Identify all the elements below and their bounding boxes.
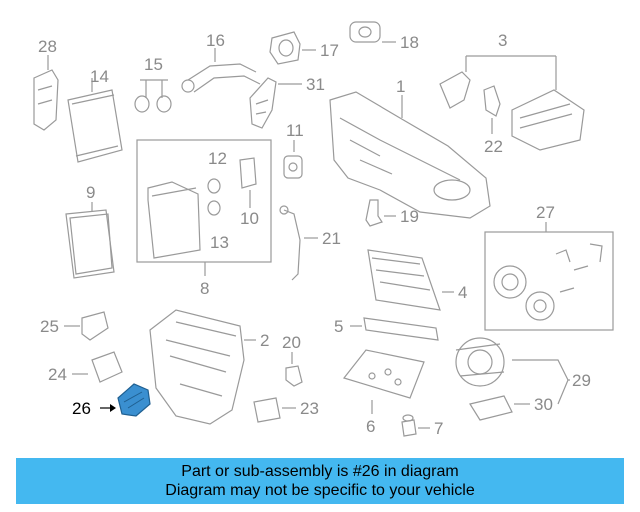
info-banner: Part or sub-assembly is #26 in diagram D… <box>16 458 624 504</box>
banner-line-2: Diagram may not be specific to your vehi… <box>165 482 475 499</box>
part-23: 23 <box>253 397 319 423</box>
part-15: 15 <box>134 55 172 113</box>
part-group-27: 27 <box>484 203 614 331</box>
callout-25: 25 <box>40 317 59 336</box>
part-16: 16 <box>181 31 261 93</box>
callout-18: 18 <box>400 33 419 52</box>
part-26-highlighted[interactable]: 26 <box>72 383 151 418</box>
part-7: 7 <box>401 414 443 438</box>
callout-1: 1 <box>396 77 405 96</box>
part-2: 2 <box>149 309 269 425</box>
callout-15: 15 <box>144 55 163 74</box>
highlighted-part-26-shape[interactable] <box>117 383 151 417</box>
part-3: 3 <box>439 31 585 151</box>
callout-8: 8 <box>200 279 209 298</box>
callout-13: 13 <box>210 233 229 252</box>
part-11: 11 <box>283 121 304 179</box>
callout-23: 23 <box>300 399 319 418</box>
callout-24: 24 <box>48 365 67 384</box>
callout-2: 2 <box>260 331 269 350</box>
part-28: 28 <box>33 37 59 131</box>
callout-9: 9 <box>86 183 95 202</box>
callout-19: 19 <box>400 207 419 226</box>
callout-17: 17 <box>320 41 339 60</box>
callout-16: 16 <box>206 31 225 50</box>
callout-10: 10 <box>240 209 259 228</box>
banner-line-1: Part or sub-assembly is #26 in diagram <box>181 463 459 480</box>
part-31: 31 <box>249 75 325 129</box>
part-19: 19 <box>365 199 419 227</box>
callout-30: 30 <box>534 395 553 414</box>
callout-6: 6 <box>366 417 375 436</box>
part-29: 29 <box>455 337 591 405</box>
part-22: 22 <box>483 85 503 156</box>
callout-31: 31 <box>306 75 325 94</box>
part-group-8: 12 13 10 8 <box>136 139 272 298</box>
part-25: 25 <box>40 311 109 341</box>
callout-11: 11 <box>286 121 304 140</box>
part-21: 21 <box>279 205 341 281</box>
callout-4: 4 <box>458 283 467 302</box>
exploded-parts-diagram: 28 14 15 16 17 18 31 <box>33 21 614 438</box>
part-18: 18 <box>349 21 419 52</box>
part-6: 6 <box>342 349 425 436</box>
part-9: 9 <box>65 183 115 279</box>
callout-21: 21 <box>322 229 341 248</box>
callout-20: 20 <box>282 333 301 352</box>
part-4: 4 <box>367 249 467 311</box>
callout-27: 27 <box>536 203 555 222</box>
part-30: 30 <box>469 395 553 421</box>
callout-26: 26 <box>72 399 91 418</box>
callout-28: 28 <box>38 37 57 56</box>
callout-3: 3 <box>498 31 507 50</box>
callout-22: 22 <box>484 137 503 156</box>
part-1: 1 <box>329 77 491 219</box>
callout-12: 12 <box>208 149 227 168</box>
part-14: 14 <box>67 67 123 163</box>
part-20: 20 <box>282 333 303 387</box>
callout-5: 5 <box>334 317 343 336</box>
callout-14: 14 <box>90 67 109 86</box>
callout-7: 7 <box>434 419 443 438</box>
part-17: 17 <box>269 31 339 65</box>
callout-29: 29 <box>572 371 591 390</box>
part-5: 5 <box>334 317 439 341</box>
part-24: 24 <box>48 351 123 384</box>
